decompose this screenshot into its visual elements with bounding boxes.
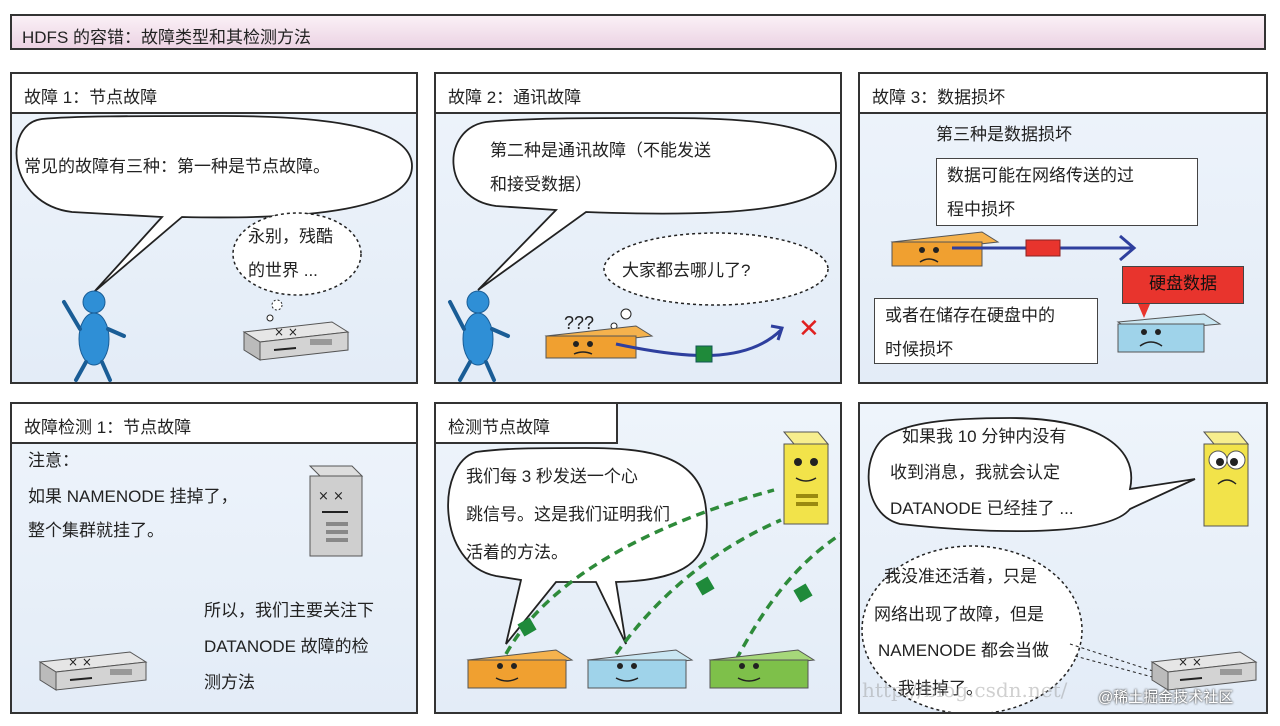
svg-text:× ×: × × (68, 655, 92, 669)
panel-header: 故障 3：数据损坏 (860, 74, 1266, 114)
dead-namenode-icon: × × (308, 465, 364, 557)
speech-bubble (447, 447, 708, 645)
note-label: 注意： (28, 451, 79, 470)
thought-text-2: 网络出现了故障，但是 (874, 605, 1044, 624)
network-corruption-note: 数据可能在网络传送的过 程中损坏 (936, 158, 1198, 226)
speech-bubble (452, 117, 837, 291)
speech-bubble (867, 417, 1196, 533)
bubble-text-3: 活着的方法。 (466, 543, 568, 562)
panel-namenode-decision: × × 如果我 10 分钟内没有 收到消息，我就会认定 DATANODE 已经挂… (858, 402, 1268, 714)
intro-text: 第三种是数据损坏 (936, 125, 1072, 144)
thought-text-2: 的世界 ... (248, 261, 318, 280)
panel-6-art: × × (861, 417, 1258, 712)
panel-header: 故障 2：通讯故障 (436, 74, 840, 114)
panel-2-art: ✕ (448, 117, 837, 382)
bubble-text-1: 我们每 3 秒发送一个心 (466, 467, 638, 486)
dead-server-icon: × × (242, 321, 350, 361)
thought-text-1: 我没准还活着，只是 (884, 567, 1037, 586)
svg-text:× ×: × × (274, 325, 298, 339)
bubble-text-2: 和接受数据） (490, 175, 592, 194)
panel-4-art: × × × × (38, 465, 364, 691)
panel-5-art (447, 431, 840, 689)
focus-text-3: 测方法 (204, 673, 255, 692)
svg-text:× ×: × × (318, 489, 344, 504)
panel-node-failure: 故障 1：节点故障 × × 常见的故障有三种：第一种是节点故障。 永别，残酷 的… (10, 72, 418, 384)
corrupt-packet (1025, 239, 1061, 257)
thought-text-3: NAMENODE 都会当做 (878, 641, 1049, 660)
namenode-icon (1202, 431, 1250, 527)
svg-text:× ×: × × (1178, 655, 1202, 669)
bubble-text-3: DATANODE 已经挂了 ... (890, 499, 1074, 518)
bubble-text-2: 收到消息，我就会认定 (890, 463, 1060, 482)
bubble-text-1: 第二种是通讯故障（不能发送 (490, 141, 711, 160)
thought-bubble (603, 232, 829, 306)
page-title: HDFS 的容错：故障类型和其检测方法 (22, 28, 311, 47)
panel-communication-failure: 故障 2：通讯故障 ✕ 第二种是通讯故障（不能发送 和接受数据） 大家都去哪儿了… (434, 72, 842, 384)
robot-figure (448, 290, 510, 382)
panel-title: 故障检测 1：节点故障 (24, 418, 192, 437)
panel-title: 故障 3：数据损坏 (872, 88, 1006, 107)
robot-figure (62, 290, 126, 382)
panel-title: 故障 1：节点故障 (24, 88, 158, 107)
namenode-icon (782, 431, 830, 525)
blue-node-icon (1116, 313, 1222, 353)
bubble-text: 常见的故障有三种：第一种是节点故障。 (24, 157, 330, 176)
namenode-warning-2: 整个集群就挂了。 (28, 521, 164, 540)
green-datanode-icon (708, 649, 816, 689)
panel-data-corruption: 故障 3：数据损坏 第三种是数据损坏 数据可能在网络传送的过 程中损坏 硬盘数据… (858, 72, 1268, 384)
arrow-head (1119, 234, 1137, 262)
blue-datanode-icon (586, 649, 694, 689)
heartbeat-arrows (504, 488, 840, 661)
thought-bubble (861, 545, 1083, 712)
bubble-text-1: 如果我 10 分钟内没有 (902, 427, 1067, 446)
panel-detect-node-failure: 检测节点故障 (434, 402, 842, 714)
panel-1-art: × × (15, 115, 413, 382)
focus-text-2: DATANODE 故障的检 (204, 637, 369, 656)
orange-node-icon (890, 231, 1000, 267)
question-marks: ??? (564, 313, 595, 333)
x-mark-icon: ✕ (798, 314, 820, 344)
note-line-2: 程中损坏 (947, 200, 1015, 219)
note-line-1: 或者在储存在硬盘中的 (885, 306, 1055, 325)
juejin-watermark: @稀土掘金技术社区 (1098, 689, 1234, 706)
csdn-watermark: http://blog.csdn.net/ (862, 678, 1068, 702)
note-line-2: 时候损坏 (885, 340, 953, 359)
speech-bubble (15, 115, 413, 293)
panel-header: 故障检测 1：节点故障 (12, 404, 416, 444)
focus-text-1: 所以，我们主要关注下 (204, 601, 374, 620)
bubble-text-2: 跳信号。这是我们证明我们 (466, 505, 670, 524)
disk-corruption-note: 或者在储存在硬盘中的 时候损坏 (874, 298, 1098, 364)
data-packet (695, 345, 713, 363)
namenode-warning-1: 如果 NAMENODE 挂掉了， (28, 487, 238, 506)
panel-header: 故障 1：节点故障 (12, 74, 416, 114)
thought-text-1: 永别，残酷 (248, 227, 333, 246)
thought-bubble (232, 212, 362, 296)
orange-datanode-icon (466, 649, 574, 689)
note-line-1: 数据可能在网络传送的过 (947, 166, 1134, 185)
panel-title: 检测节点故障 (448, 418, 550, 437)
dead-datanode-icon: × × (38, 651, 148, 691)
title-bar: HDFS 的容错：故障类型和其检测方法 (10, 14, 1266, 50)
panel-header: 检测节点故障 (436, 404, 618, 444)
panel-title: 故障 2：通讯故障 (448, 88, 582, 107)
disk-data-label: 硬盘数据 (1122, 266, 1244, 304)
orange-node-icon (544, 325, 654, 359)
thought-text-4: 我挂掉了。 (898, 679, 983, 698)
panel-detection-node-failure: 故障检测 1：节点故障 注意： 如果 NAMENODE 挂掉了， 整个集群就挂了… (10, 402, 418, 714)
panel-3-art (890, 231, 1222, 353)
thought-text: 大家都去哪儿了? (622, 261, 751, 280)
dead-datanode-icon: × × (1150, 651, 1258, 691)
